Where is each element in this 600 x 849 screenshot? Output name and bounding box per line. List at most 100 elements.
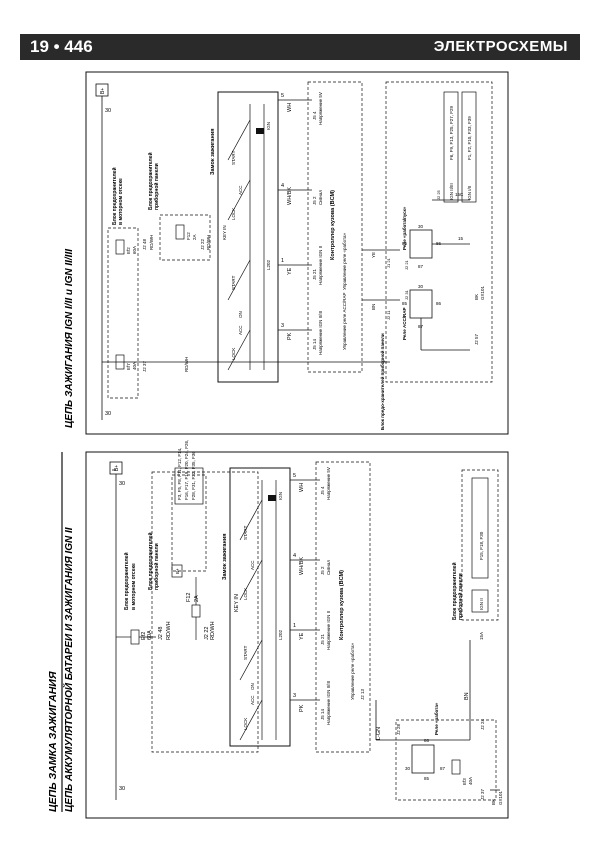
- svg-text:J5 4: J5 4: [312, 111, 317, 120]
- svg-text:ACC: ACC: [250, 695, 255, 705]
- svg-text:J2 48: J2 48: [142, 238, 147, 250]
- svg-text:START: START: [231, 275, 236, 290]
- svg-text:30: 30: [119, 786, 125, 792]
- relay-work-start: [409, 229, 433, 259]
- svg-text:приборной панели: приборной панели: [153, 543, 160, 590]
- svg-text:Сигнал: Сигнал: [318, 190, 323, 205]
- svg-text:J5 4: J5 4: [320, 486, 325, 495]
- svg-text:40A: 40A: [468, 777, 473, 785]
- svg-text:86: 86: [436, 301, 442, 306]
- svg-text:J2 22: J2 22: [204, 627, 210, 640]
- svg-text:WH: WH: [299, 483, 305, 492]
- svg-text:Ef3: Ef3: [462, 778, 467, 785]
- svg-text:85: 85: [424, 776, 430, 781]
- svg-text:J5 14: J5 14: [320, 708, 325, 720]
- svg-text:ON: ON: [238, 311, 243, 318]
- ign-contact-2: [256, 128, 264, 134]
- svg-text:J5 14: J5 14: [312, 338, 317, 350]
- svg-text:Блок предохранителей: Блок предохранителей: [147, 152, 154, 210]
- svg-text:IGN I/II: IGN I/II: [467, 186, 472, 200]
- svg-text:2A: 2A: [194, 595, 200, 602]
- left-diagram: B+ 30 30 Блок предохранителей в моторном…: [109, 440, 503, 805]
- svg-text:Напряжение 5V: Напряжение 5V: [326, 467, 331, 500]
- svg-text:Напряжение IGN II: Напряжение IGN II: [318, 246, 323, 285]
- bcm-box-2: [307, 81, 363, 373]
- svg-text:GX101: GX101: [480, 285, 485, 300]
- svg-text:Напряжение IGN II: Напряжение IGN II: [326, 611, 331, 650]
- svg-text:PK: PK: [299, 704, 305, 712]
- svg-text:Замок зажигания: Замок зажигания: [222, 534, 228, 580]
- svg-text:86: 86: [424, 738, 430, 743]
- svg-text:RD/WH: RD/WH: [206, 235, 211, 250]
- ignition-switch-2: [217, 91, 279, 383]
- svg-text:4: 4: [281, 183, 284, 189]
- engine-fuse-block-2: [107, 227, 139, 399]
- svg-text:Контроллер кузова (BCM): Контроллер кузова (BCM): [339, 570, 345, 640]
- svg-text:START: START: [231, 150, 236, 165]
- svg-text:J2 31: J2 31: [404, 289, 409, 300]
- svg-text:J5 2: J5 2: [312, 196, 317, 205]
- svg-text:RD/WH: RD/WH: [184, 357, 189, 372]
- svg-text:30: 30: [418, 284, 424, 289]
- svg-text:START: START: [243, 525, 248, 540]
- svg-text:GX101: GX101: [498, 790, 503, 805]
- svg-text:15C: 15C: [455, 192, 464, 197]
- b-plus-panel: [171, 564, 183, 578]
- svg-text:WH: WH: [287, 103, 293, 112]
- ign-contact: [268, 495, 276, 501]
- svg-text:F15, F18, F30: F15, F18, F30: [479, 531, 484, 560]
- svg-text:YE: YE: [287, 267, 293, 275]
- fuse-ef2-2: [115, 239, 125, 255]
- fuse-ef3: [451, 759, 461, 775]
- left-diagram-frame: [85, 451, 509, 819]
- svg-text:3: 3: [293, 693, 296, 699]
- svg-text:в моторном отсеке: в моторном отсеке: [118, 178, 124, 225]
- svg-text:2A: 2A: [192, 234, 197, 240]
- svg-text:в моторном отсеке: в моторном отсеке: [131, 563, 137, 610]
- svg-text:BN: BN: [371, 304, 376, 310]
- svg-text:40A: 40A: [132, 362, 137, 370]
- svg-text:LOCK: LOCK: [243, 718, 248, 730]
- title-main: ЦЕПЬ ЗАМКА ЗАЖИГАНИЯ: [47, 671, 59, 812]
- svg-text:86: 86: [436, 241, 442, 246]
- svg-text:Ef7: Ef7: [126, 363, 131, 370]
- svg-text:Ef2: Ef2: [141, 632, 147, 640]
- svg-text:J2 22: J2 22: [200, 238, 205, 250]
- fuse-f12-2: [175, 224, 185, 240]
- svg-text:приборной панели: приборной панели: [153, 163, 160, 210]
- svg-text:RD/WH: RD/WH: [166, 621, 172, 640]
- svg-text:60A: 60A: [132, 246, 137, 254]
- relay-acc-rap: [409, 289, 433, 319]
- svg-text:J2 37: J2 37: [142, 360, 147, 372]
- bcm-box: [315, 461, 371, 753]
- svg-text:87: 87: [418, 264, 424, 269]
- svg-text:3: 3: [281, 323, 284, 329]
- svg-text:ACC: ACC: [238, 185, 243, 195]
- svg-text:RD/WH: RD/WH: [149, 235, 154, 250]
- right-diagram: B+ 30 30 Блок предохранителей в моторном…: [95, 81, 493, 430]
- svg-text:IGN: IGN: [266, 122, 271, 130]
- svg-text:J2 57: J2 57: [474, 333, 479, 345]
- engine-fuse-block: [151, 471, 259, 753]
- ign2-box: [471, 589, 489, 613]
- svg-text:BK: BK: [474, 294, 479, 300]
- svg-text:J5 21: J5 21: [320, 633, 325, 645]
- relay-work-block: [395, 719, 497, 801]
- svg-text:L-GN: L-GN: [376, 727, 382, 740]
- svg-text:L202: L202: [266, 259, 271, 270]
- svg-text:87: 87: [440, 766, 446, 771]
- svg-text:LOCK: LOCK: [231, 348, 236, 360]
- svg-text:1: 1: [281, 258, 284, 264]
- svg-text:15A: 15A: [479, 632, 484, 640]
- svg-text:Напряжение 5V: Напряжение 5V: [318, 92, 323, 125]
- fuses-ign2: [471, 477, 489, 579]
- svg-text:Ef2: Ef2: [126, 247, 131, 254]
- svg-text:Реле «работа/пуск»: Реле «работа/пуск»: [401, 206, 407, 250]
- svg-text:Блок предо-хранителей приборно: Блок предо-хранителей приборной панели: [379, 333, 385, 430]
- svg-text:J2 21: J2 21: [404, 259, 409, 270]
- svg-text:30: 30: [105, 108, 111, 114]
- relay-work: [411, 744, 435, 774]
- svg-text:LOCK: LOCK: [243, 588, 248, 600]
- svg-text:30: 30: [405, 766, 411, 771]
- title-right-sub: ЦЕПЬ ЗАЖИГАНИЯ IGN I/II и IGN II/III: [64, 249, 75, 428]
